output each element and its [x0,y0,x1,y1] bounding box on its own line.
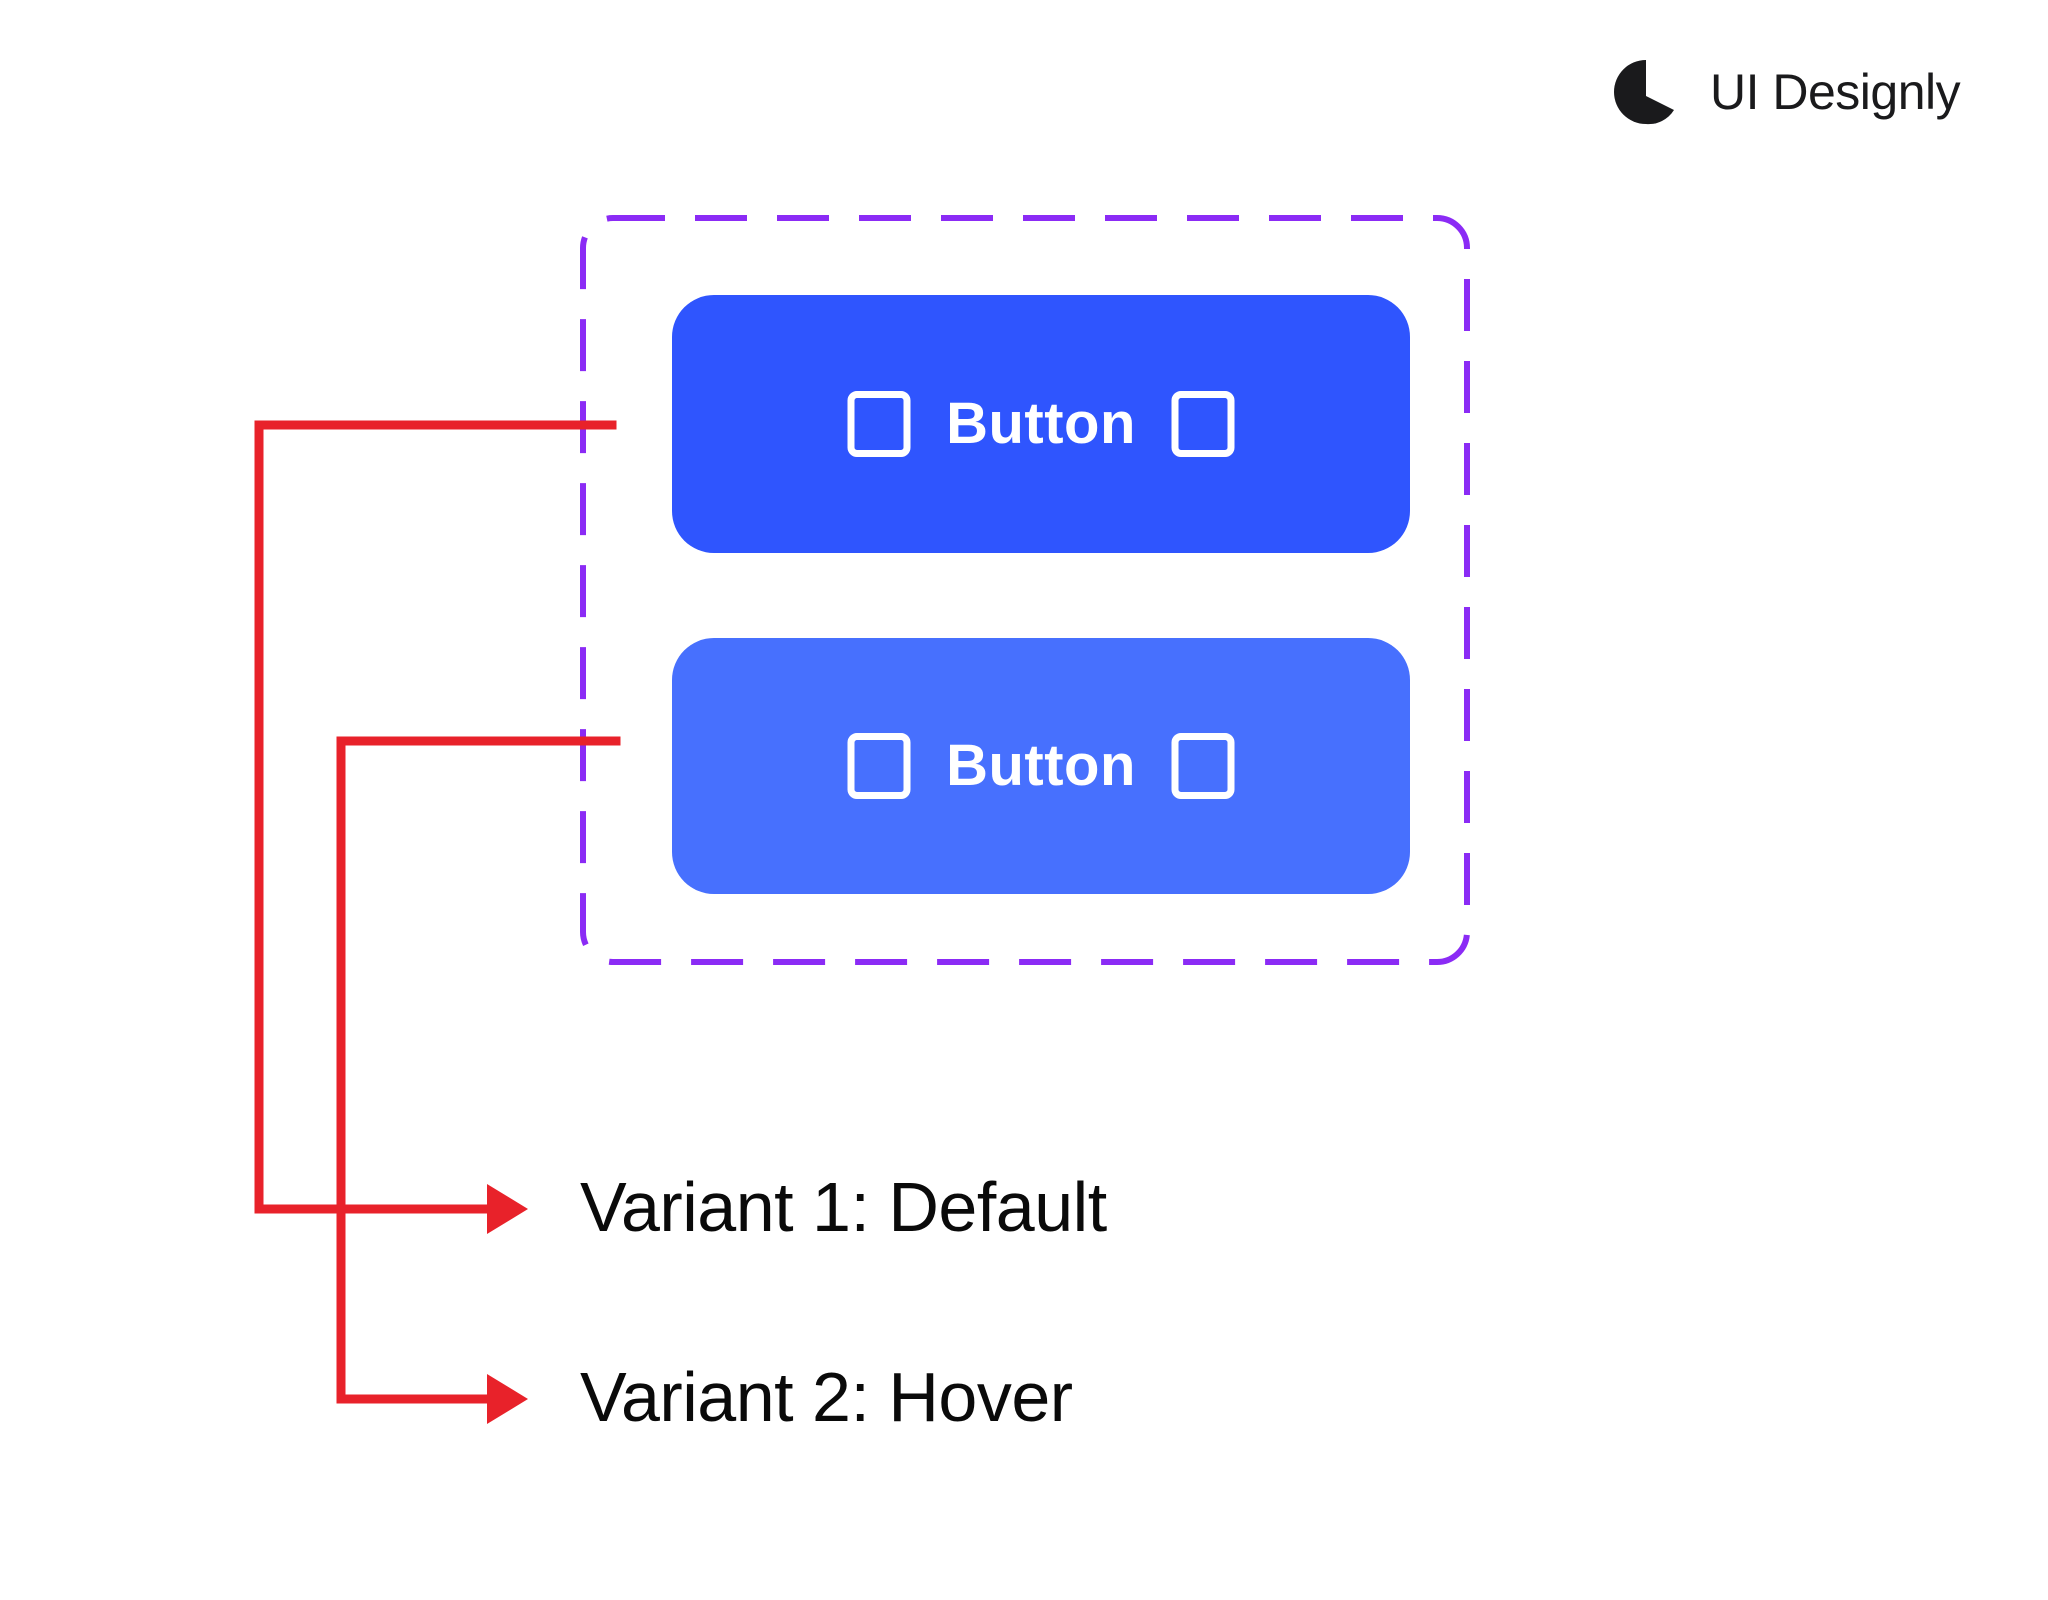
brand-logo: UI Designly [1610,56,1961,128]
leader-arrowhead-variant-1 [487,1184,528,1234]
button-label: Button [946,391,1136,456]
annotation-label-variant-2: Variant 2: Hover [580,1358,1073,1436]
placeholder-square-trailing-icon [1171,391,1235,457]
leader-line-variant-1 [254,420,617,1214]
annotation-label-variant-1: Variant 1: Default [580,1168,1107,1246]
leader-arrowhead-variant-2 [487,1374,528,1424]
button-variant-hover[interactable]: Button [672,638,1410,894]
button-label: Button [946,733,1136,798]
placeholder-square-trailing-icon [1171,733,1235,799]
button-variant-default[interactable]: Button [672,295,1410,553]
half-circle-logo-icon [1614,60,1674,125]
placeholder-square-leading-icon [847,391,911,457]
leader-line-variant-2 [336,736,621,1404]
brand-name: UI Designly [1710,64,1961,120]
placeholder-square-leading-icon [847,733,911,799]
